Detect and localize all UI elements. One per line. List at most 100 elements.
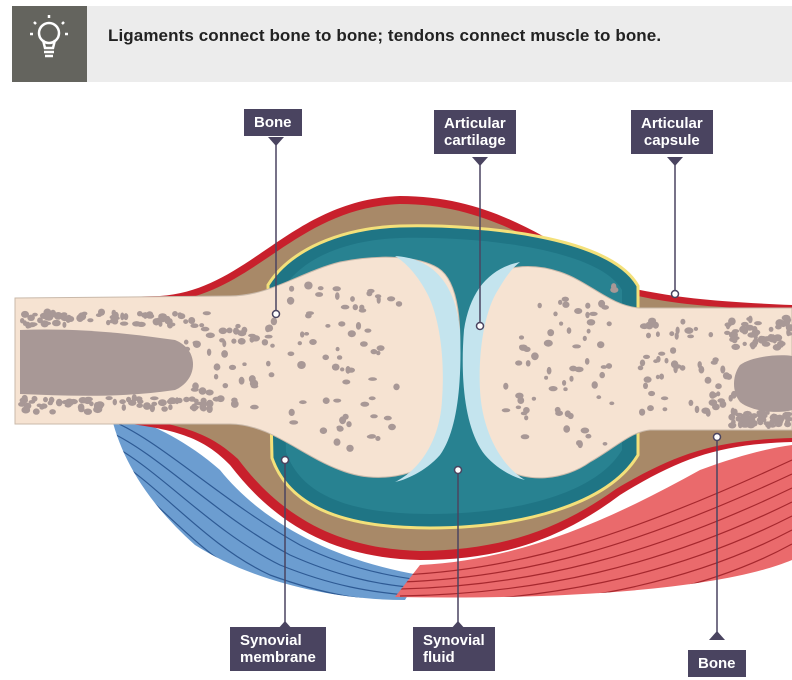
- bone-pore: [315, 292, 323, 297]
- bone-pore: [136, 397, 142, 401]
- bone-pore: [601, 305, 609, 310]
- bone-pore: [701, 408, 710, 414]
- bone-pore: [320, 427, 327, 434]
- bone-pore: [199, 387, 207, 394]
- bone-pore: [353, 304, 358, 310]
- bone-pore: [713, 393, 717, 398]
- bone-pore: [370, 414, 378, 418]
- bone-pore: [168, 404, 172, 410]
- bone-pore: [132, 321, 141, 326]
- bone-pore: [741, 422, 750, 428]
- bone-pore: [544, 340, 553, 347]
- bone-pore: [786, 317, 792, 323]
- bone-pore: [251, 335, 260, 341]
- bone-pore: [553, 312, 557, 317]
- bone-pore: [689, 400, 694, 406]
- bone-pore: [219, 338, 225, 342]
- bone-pore: [607, 321, 612, 326]
- bone-pore: [715, 383, 722, 389]
- bone-pore: [375, 436, 380, 441]
- bone-pore: [731, 391, 737, 399]
- bone-pore: [676, 327, 680, 335]
- bone-pore: [515, 360, 522, 365]
- bone-pore: [670, 347, 676, 354]
- bone-pore: [106, 396, 113, 400]
- bone-pore: [183, 397, 190, 402]
- bone-pore: [519, 345, 523, 349]
- bone-pore: [680, 319, 685, 325]
- bone-pore: [338, 321, 345, 326]
- bone-pore: [639, 409, 645, 416]
- bone-pore: [89, 401, 94, 406]
- label-bone-bottom: Bone: [688, 650, 746, 677]
- bone-pore: [562, 302, 569, 308]
- bone-pore: [384, 416, 392, 421]
- bone-pore: [359, 308, 367, 312]
- bone-pore: [578, 440, 583, 448]
- bone-pore: [219, 328, 228, 335]
- bone-pore: [262, 339, 268, 345]
- bone-pore: [289, 409, 295, 416]
- bone-pore: [112, 318, 119, 324]
- bone-pore: [62, 322, 66, 328]
- bone-pore: [49, 409, 56, 414]
- bone-pore: [322, 355, 329, 361]
- bone-pore: [309, 339, 317, 345]
- bone-pore: [659, 374, 664, 380]
- bone-pore: [751, 413, 758, 418]
- bone-pore: [647, 405, 654, 411]
- bone-pore: [772, 337, 777, 344]
- bone-pore: [585, 434, 591, 439]
- bone-pore: [731, 344, 740, 350]
- bone-pore: [744, 326, 751, 330]
- bone-pore: [44, 322, 51, 326]
- bone-pore: [266, 361, 271, 367]
- bone-pore: [50, 310, 56, 318]
- bone-pore: [333, 399, 341, 403]
- bone-pore: [203, 311, 211, 315]
- bone-pore: [360, 402, 369, 407]
- bone-pore: [356, 322, 361, 330]
- bone-pore: [503, 383, 508, 390]
- bone-pore: [646, 333, 651, 339]
- bone-pore: [342, 380, 350, 385]
- bone-pore: [265, 335, 273, 339]
- bone-pore: [336, 347, 340, 351]
- bone-pore: [694, 327, 698, 331]
- bone-pore: [136, 403, 143, 408]
- bone-pore: [644, 376, 652, 382]
- bone-pore: [669, 331, 674, 336]
- bone-pore: [368, 434, 376, 438]
- bone-pore: [521, 434, 530, 439]
- bone-pore: [388, 424, 396, 430]
- bone-pore: [304, 282, 312, 290]
- bone-pore: [731, 408, 735, 416]
- bone-pore: [40, 403, 47, 408]
- bone-pore: [333, 286, 341, 291]
- bone-pore: [22, 395, 28, 402]
- bone-pore: [784, 421, 791, 427]
- bone-pore: [84, 409, 92, 415]
- bone-pore: [161, 406, 168, 412]
- bone-pore: [336, 426, 342, 430]
- bone-pore: [66, 315, 72, 321]
- bone-pore: [732, 337, 738, 343]
- bone-pore: [178, 313, 186, 319]
- bone-pore: [547, 329, 554, 336]
- bone-pore: [587, 329, 591, 334]
- bone-pore: [269, 372, 275, 377]
- bone-pore: [611, 283, 616, 290]
- bone-pore: [523, 407, 530, 413]
- bone-pore: [775, 325, 782, 330]
- bone-pore: [289, 420, 298, 424]
- bone-pore: [172, 311, 178, 317]
- bone-pore: [368, 377, 377, 381]
- bone-pore: [720, 366, 725, 374]
- bone-pore: [151, 402, 157, 406]
- bone-pore: [723, 372, 730, 379]
- bone-pore: [49, 397, 55, 403]
- bone-pore: [673, 365, 677, 373]
- bone-pore: [783, 412, 791, 418]
- bone-pore: [158, 399, 167, 406]
